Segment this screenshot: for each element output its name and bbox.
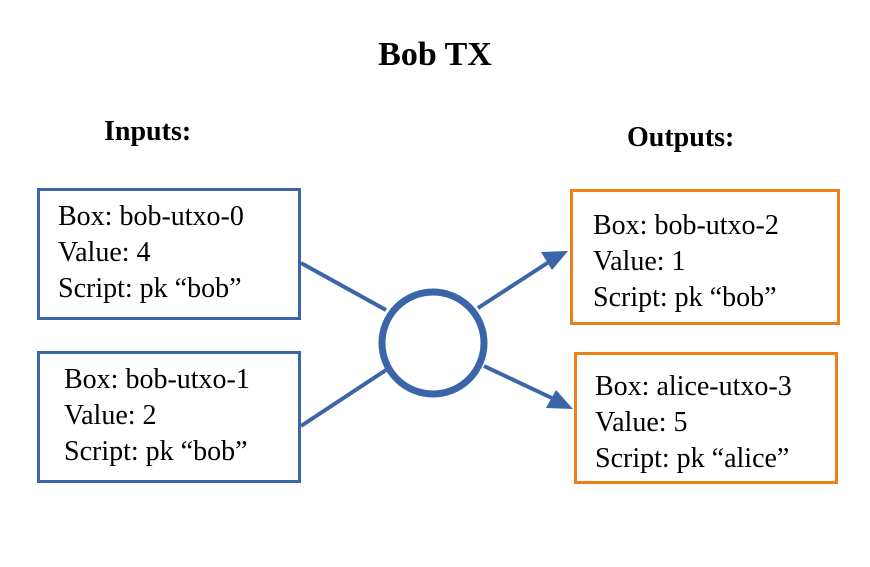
input-box-bob-utxo-0: Box: bob-utxo-0 Value: 4 Script: pk “bob… (37, 188, 301, 320)
value-label: Value: 5 (595, 407, 688, 438)
script-label: Script: pk “alice” (595, 443, 790, 474)
output-0-arrowhead (541, 251, 568, 270)
value-label: Value: 2 (64, 400, 157, 431)
input-1-connector (299, 368, 388, 428)
box-id-label: Box: alice-utxo-3 (595, 371, 792, 402)
output-1-arrow (483, 364, 557, 402)
script-label: Script: pk “bob” (58, 273, 242, 304)
input-0-connector (300, 261, 387, 312)
transaction-node (378, 288, 488, 398)
inputs-heading: Inputs: (104, 116, 192, 147)
box-id-label: Box: bob-utxo-2 (593, 210, 779, 241)
output-1-arrowhead (546, 390, 573, 409)
output-box-bob-utxo-2: Box: bob-utxo-2 Value: 1 Script: pk “bob… (570, 189, 840, 325)
outputs-heading: Outputs: (627, 122, 735, 153)
value-label: Value: 1 (593, 246, 686, 277)
input-box-bob-utxo-1: Box: bob-utxo-1 Value: 2 Script: pk “bob… (37, 351, 301, 483)
diagram-title: Bob TX (378, 36, 492, 73)
output-0-arrow (476, 258, 554, 310)
box-id-label: Box: bob-utxo-1 (64, 364, 250, 395)
value-label: Value: 4 (58, 237, 151, 268)
script-label: Script: pk “bob” (593, 282, 777, 313)
output-box-alice-utxo-3: Box: alice-utxo-3 Value: 5 Script: pk “a… (574, 352, 838, 484)
box-id-label: Box: bob-utxo-0 (58, 201, 244, 232)
script-label: Script: pk “bob” (64, 436, 248, 467)
